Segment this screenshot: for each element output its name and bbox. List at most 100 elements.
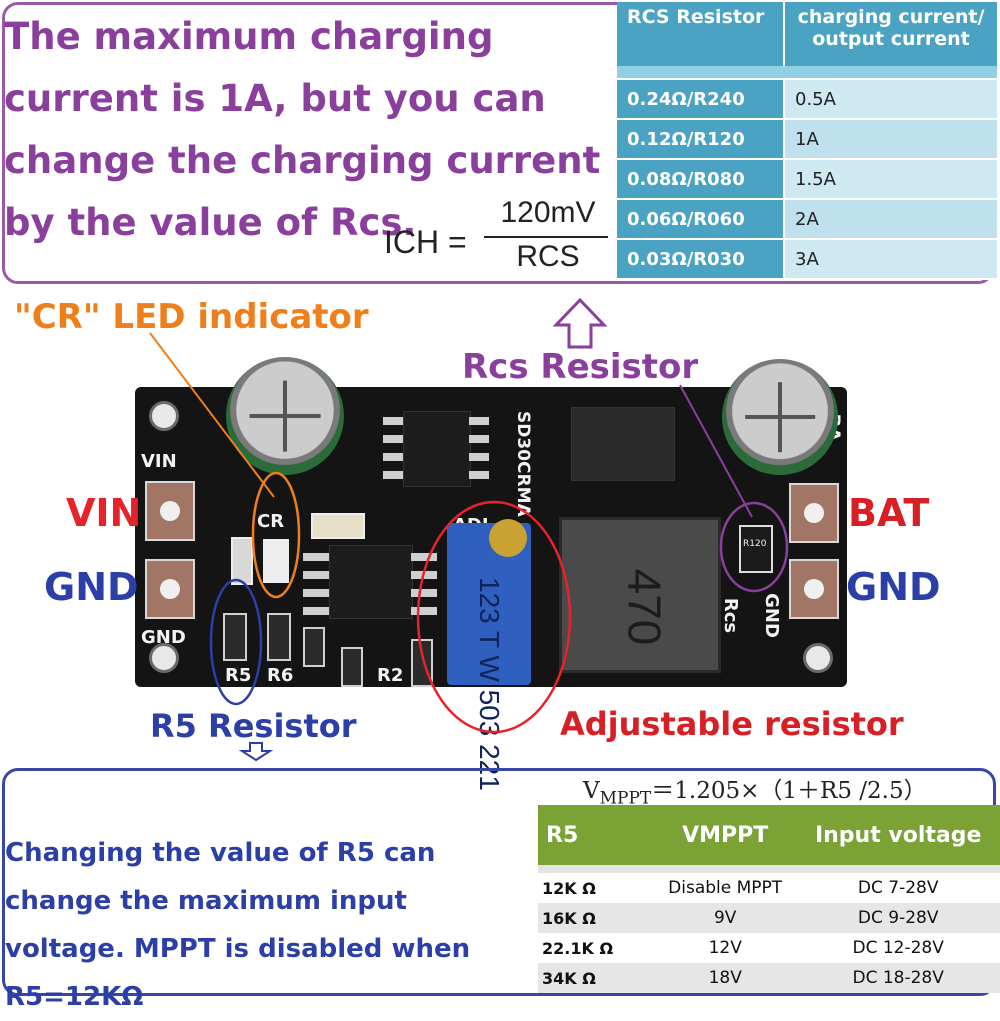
- rcs-resistor-table: RCS Resistor charging current/ output cu…: [617, 2, 997, 280]
- rcs-table-header-current: charging current/ output current: [784, 2, 997, 66]
- capacitor-left-icon: [226, 357, 344, 475]
- smd-resistor-icon: [303, 627, 325, 667]
- r5-resistor-label: R5 Resistor: [150, 707, 357, 745]
- mount-hole-icon: [149, 401, 179, 431]
- input-voltage-value: DC 12-28V: [796, 933, 1000, 963]
- r5-resistor-icon: [223, 613, 247, 661]
- cr-callout-line: [149, 332, 275, 498]
- r5-table: R5 VMPPT Input voltage 12K Ω Disable MPP…: [538, 805, 1000, 993]
- r6-resistor-icon: [267, 613, 291, 661]
- silk-cr: CR: [257, 511, 285, 532]
- table-row: 16K Ω 9V DC 9-28V: [538, 903, 1000, 933]
- rcs-current: 3A: [784, 239, 997, 280]
- chip-pin: [383, 417, 403, 425]
- vmppt-value: Disable MPPT: [654, 865, 797, 903]
- mppt-panel: Changing the value of R5 can change the …: [2, 768, 1000, 1012]
- bat-label: BAT: [848, 491, 930, 535]
- rcs-marking: R120: [743, 539, 767, 549]
- table-row: 34K Ω 18V DC 18-28V: [538, 963, 1000, 993]
- chip-pin: [469, 453, 489, 461]
- rcs-current: 1.5A: [784, 159, 997, 200]
- r5-value: 34K Ω: [538, 963, 654, 993]
- silk-gnd: GND: [141, 627, 186, 648]
- cr-led-icon: [263, 539, 289, 583]
- charging-current-formula: ICH = 120mV RCS: [384, 196, 614, 276]
- rcs-table-header-resistor: RCS Resistor: [617, 2, 785, 66]
- formula-fraction-bar: [484, 236, 608, 238]
- chip-pin: [383, 453, 403, 461]
- chip-pin: [411, 589, 437, 597]
- callout-overlay: [149, 297, 789, 762]
- chip-pin: [303, 553, 329, 561]
- vmppt-value: 12V: [654, 933, 797, 963]
- r5-value: 22.1K Ω: [538, 933, 654, 963]
- rcs-value: 0.08Ω/R080: [617, 159, 785, 200]
- gnd-right-terminal-pad: [789, 559, 839, 619]
- table-row: 22.1K Ω 12V DC 12-28V: [538, 933, 1000, 963]
- sop-chip-icon: [329, 545, 413, 619]
- rcs-callout-line: [679, 384, 753, 518]
- table-row: 0.08Ω/R080 1.5A: [617, 159, 997, 200]
- r5-highlight: [209, 578, 263, 706]
- adjustable-resistor-highlight: [416, 500, 572, 734]
- formula-numerator: 120mV: [500, 196, 596, 229]
- formula-sub: MPPT: [599, 788, 652, 809]
- gnd-terminal-pad: [145, 559, 195, 619]
- table-row: 0.03Ω/R030 3A: [617, 239, 997, 280]
- rcs-value: 0.12Ω/R120: [617, 119, 785, 160]
- chip-pin: [469, 435, 489, 443]
- table-row: 0.24Ω/R240 0.5A: [617, 79, 997, 120]
- chip-pin: [469, 471, 489, 479]
- input-voltage-value: DC 7-28V: [796, 865, 1000, 903]
- formula-denominator: RCS: [516, 240, 580, 273]
- pot-screw-icon: [489, 519, 527, 557]
- cr-led-label: "CR" LED indicator: [14, 297, 369, 337]
- mppt-formula: VMPPT＝1.205×（1＋R5 /2.5）: [583, 771, 927, 809]
- table-row: 12K Ω Disable MPPT DC 7-28V: [538, 865, 1000, 903]
- gnd-left-label: GND: [44, 565, 139, 609]
- chip-pin: [303, 571, 329, 579]
- down-arrow-icon: [238, 742, 274, 762]
- input-voltage-value: DC 9-28V: [796, 903, 1000, 933]
- rcs-current: 0.5A: [784, 79, 997, 120]
- r5-table-header-vmppt: VMPPT: [654, 805, 797, 869]
- table-spacer: [617, 66, 997, 80]
- vin-label: VIN: [66, 491, 142, 535]
- rcs-value: 0.03Ω/R030: [617, 239, 785, 280]
- mount-hole-icon: [803, 643, 833, 673]
- capacitor-right-icon: [722, 359, 838, 475]
- mount-hole-icon: [149, 643, 179, 673]
- diode-icon: [571, 407, 675, 481]
- smd-resistor-icon: [341, 647, 363, 687]
- r5-value: 16K Ω: [538, 903, 654, 933]
- chip-pin: [303, 589, 329, 597]
- vmppt-value: 9V: [654, 903, 797, 933]
- chip-pin: [469, 417, 489, 425]
- chip-pin: [411, 553, 437, 561]
- top-chip-icon: [403, 411, 471, 487]
- adjustable-resistor-label: Adjustable resistor: [560, 705, 904, 743]
- formula-v: V: [583, 778, 600, 804]
- input-voltage-value: DC 18-28V: [796, 963, 1000, 993]
- chip-pin: [383, 435, 403, 443]
- silk-r5: R5: [225, 665, 252, 686]
- chip-pin: [411, 607, 437, 615]
- mppt-description: Changing the value of R5 can change the …: [5, 838, 471, 1012]
- rcs-value: 0.06Ω/R060: [617, 199, 785, 240]
- rcs-current: 1A: [784, 119, 997, 160]
- r5-value: 12K Ω: [538, 865, 654, 903]
- r5-table-header-r5: R5: [538, 805, 654, 869]
- chip-pin: [383, 471, 403, 479]
- smd-capacitor-icon: [311, 513, 365, 539]
- rcs-highlight: [719, 501, 789, 593]
- r5-table-header-input: Input voltage: [796, 805, 1000, 869]
- formula-lhs: ICH =: [384, 224, 467, 260]
- bat-terminal-pad: [789, 483, 839, 543]
- rcs-resistor-label: Rcs Resistor: [462, 347, 699, 387]
- up-arrow-icon: [552, 297, 608, 349]
- rcs-current: 2A: [784, 199, 997, 240]
- adjustable-resistor-icon: 123 T W 503 221: [447, 519, 531, 791]
- smd-resistor-icon: [231, 537, 253, 585]
- vin-terminal-pad: [145, 481, 195, 541]
- formula-body: ＝1.205×（1＋R5 /2.5）: [651, 778, 927, 804]
